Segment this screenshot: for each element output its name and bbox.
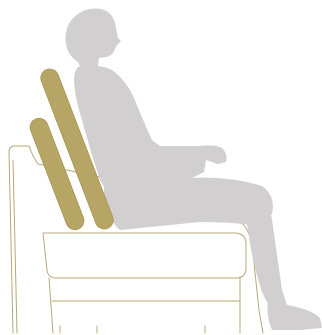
person-head — [66, 9, 122, 70]
sofa-legs — [60, 326, 205, 333]
seated-person-silhouette — [66, 9, 322, 330]
person-lower-leg — [245, 196, 288, 312]
sofa-backrest-inner — [13, 160, 17, 333]
person-foot — [268, 300, 322, 330]
sofa-base — [49, 278, 240, 333]
sofa-seat-cushion — [43, 233, 246, 278]
